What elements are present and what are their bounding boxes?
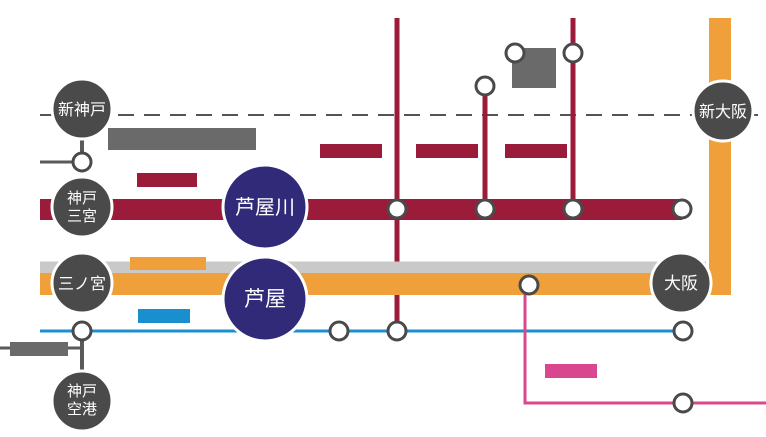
jr-label-band (130, 257, 206, 270)
station-label: 芦屋川 (235, 195, 295, 219)
label-band-3 (10, 342, 68, 356)
hankyu-label-band (137, 173, 197, 187)
pink-label-band (545, 364, 597, 378)
station-label-line1: 神戸 (67, 189, 97, 207)
label-band-1 (108, 128, 256, 150)
minor-stations (71, 42, 694, 414)
station-sannomiya: 三ノ宮 (50, 251, 114, 315)
station-dot (672, 320, 694, 342)
blue-label-band (138, 309, 190, 323)
hankyu-line (40, 199, 682, 220)
station-osaka: 大阪 (649, 251, 713, 315)
station-kobe-airport: 神戸 空港 (50, 369, 114, 433)
station-label: 大阪 (664, 274, 698, 294)
station-label: 芦屋 (244, 287, 286, 311)
station-dot (386, 198, 408, 220)
station-dot (671, 198, 693, 220)
station-dot (474, 198, 496, 220)
station-label-line2: 三宮 (67, 207, 97, 225)
station-dot (71, 151, 93, 173)
station-dot (518, 274, 540, 296)
station-shin-osaka: 新大阪 (691, 79, 755, 143)
station-dot (562, 42, 584, 64)
crimson-label-band-1 (320, 144, 382, 158)
station-dot (328, 320, 350, 342)
station-ashiyagawa: 芦屋川 (221, 163, 309, 251)
station-kobe-sannomiya: 神戸 三宮 (50, 175, 114, 239)
station-label-line2: 空港 (67, 400, 97, 418)
station-dot (71, 320, 93, 342)
station-dot (474, 75, 496, 97)
crimson-label-band-3 (505, 144, 567, 158)
pink-line (523, 285, 766, 405)
station-dot (504, 42, 526, 64)
station-label: 新神戸 (58, 100, 106, 119)
station-ashiya: 芦屋 (221, 255, 309, 343)
station-label: 三ノ宮 (58, 274, 106, 293)
station-dot (672, 392, 694, 414)
station-label-line1: 神戸 (67, 382, 97, 400)
station-dot (562, 198, 584, 220)
station-shin-kobe: 新神戸 (50, 77, 114, 141)
crimson-label-band-2 (416, 144, 478, 158)
station-label: 新大阪 (699, 102, 747, 121)
station-dot (386, 320, 408, 342)
